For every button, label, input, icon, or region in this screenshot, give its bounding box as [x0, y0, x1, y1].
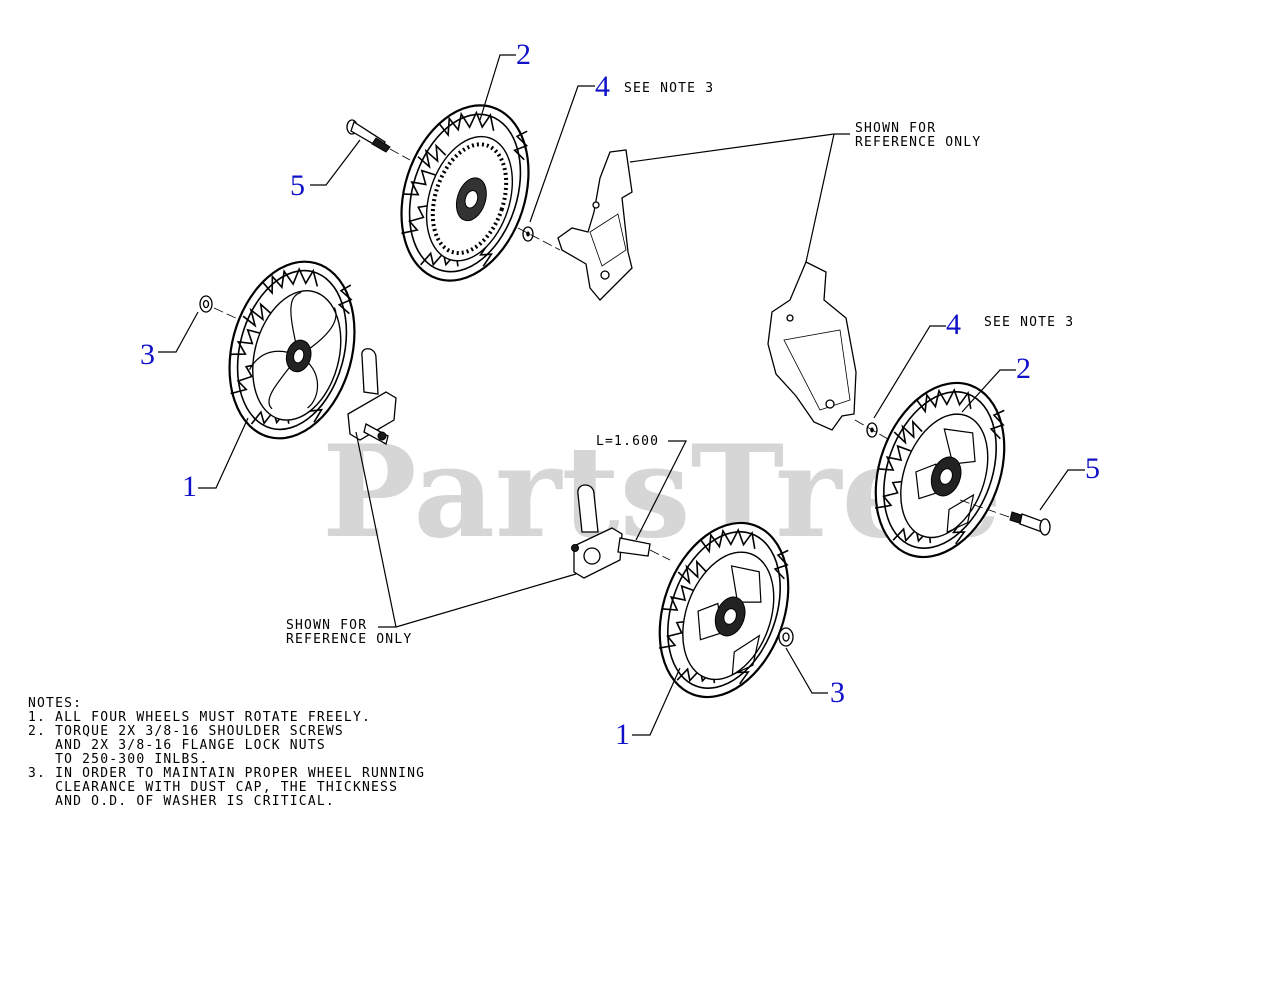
reference-note-top-line2: REFERENCE ONLY — [855, 135, 981, 150]
reference-note-top-line1: SHOWN FOR — [855, 121, 936, 136]
bottom-flange-nut — [778, 627, 794, 647]
callout-bottom-wheel: 1 — [615, 718, 630, 751]
callout-bottom-nut: 3 — [830, 676, 845, 709]
top-washer — [522, 226, 534, 242]
right-shoulder-screw — [1009, 511, 1051, 536]
callout-top-screw: 5 — [290, 169, 305, 202]
note-line: CLEARANCE WITH DUST CAP, THE THICKNESS — [28, 780, 398, 795]
note-line: AND O.D. OF WASHER IS CRITICAL. — [28, 794, 335, 809]
callout-left-wheel: 1 — [182, 470, 197, 503]
length-dimension: L=1.600 — [596, 434, 659, 449]
notes-heading: NOTES: — [28, 696, 82, 711]
callout-top-washer: 4 — [595, 70, 610, 103]
reference-note-bottom-line1: SHOWN FOR — [286, 618, 367, 633]
left-wheel — [209, 246, 375, 454]
left-height-adjuster — [347, 348, 397, 445]
reference-note-bottom-line2: REFERENCE ONLY — [286, 632, 412, 647]
leader-lines — [158, 54, 1085, 736]
note-line: TO 250-300 INLBS. — [28, 752, 209, 767]
right-wheel — [851, 363, 1029, 577]
left-dust-cap — [199, 295, 213, 313]
callout-top-wheel: 2 — [516, 38, 531, 71]
callout-left-dust-cap: 3 — [140, 338, 155, 371]
bottom-wheel — [635, 503, 813, 717]
see-note-top: SEE NOTE 3 — [624, 81, 714, 96]
top-shoulder-screw — [346, 119, 391, 153]
notes-block: NOTES: 1. ALL FOUR WHEELS MUST ROTATE FR… — [28, 696, 425, 809]
note-line: 3. IN ORDER TO MAINTAIN PROPER WHEEL RUN… — [28, 766, 425, 781]
right-bracket — [767, 261, 857, 431]
top-wheel — [379, 87, 551, 299]
note-line: 2. TORQUE 2X 3/8-16 SHOULDER SCREWS — [28, 724, 344, 739]
see-note-right: SEE NOTE 3 — [984, 315, 1074, 330]
note-line: AND 2X 3/8-16 FLANGE LOCK NUTS — [28, 738, 326, 753]
callout-right-wheel: 2 — [1016, 352, 1031, 385]
callout-right-washer: 4 — [946, 308, 961, 341]
bottom-height-adjuster — [571, 484, 651, 579]
note-line: 1. ALL FOUR WHEELS MUST ROTATE FREELY. — [28, 710, 371, 725]
top-bracket — [557, 149, 633, 301]
callout-right-screw: 5 — [1085, 452, 1100, 485]
